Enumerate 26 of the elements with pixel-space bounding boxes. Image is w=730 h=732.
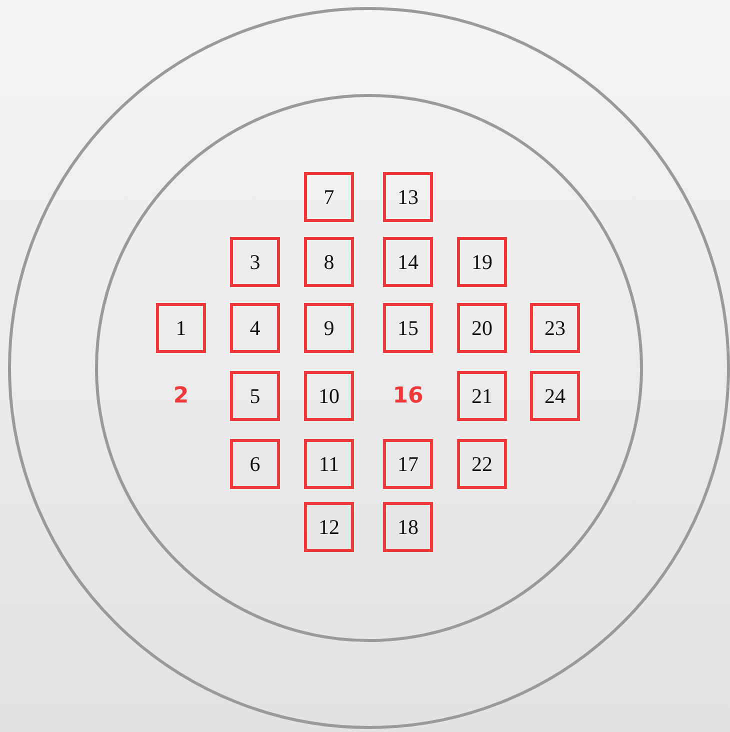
numbered-box: 4	[230, 303, 280, 353]
ring-circle	[8, 7, 730, 729]
numbered-box: 7	[304, 172, 354, 222]
numbered-box: 21	[457, 371, 507, 421]
numbered-box: 13	[383, 172, 433, 222]
numbered-box: 5	[230, 371, 280, 421]
numbered-box: 23	[530, 303, 580, 353]
number-label: 2	[173, 384, 189, 408]
numbered-box: 9	[304, 303, 354, 353]
numbered-box: 19	[457, 237, 507, 287]
numbered-box: 15	[383, 303, 433, 353]
numbered-box: 12	[304, 502, 354, 552]
numbered-box: 8	[304, 237, 354, 287]
numbered-box: 20	[457, 303, 507, 353]
ring-circle	[95, 94, 643, 642]
numbered-box: 24	[530, 371, 580, 421]
numbered-box: 22	[457, 439, 507, 489]
numbered-box: 1	[156, 303, 206, 353]
numbered-box: 11	[304, 439, 354, 489]
number-label: 16	[392, 384, 424, 408]
numbered-box: 18	[383, 502, 433, 552]
numbered-box: 10	[304, 371, 354, 421]
numbered-box: 3	[230, 237, 280, 287]
numbered-box: 6	[230, 439, 280, 489]
numbered-box: 17	[383, 439, 433, 489]
numbered-box: 14	[383, 237, 433, 287]
